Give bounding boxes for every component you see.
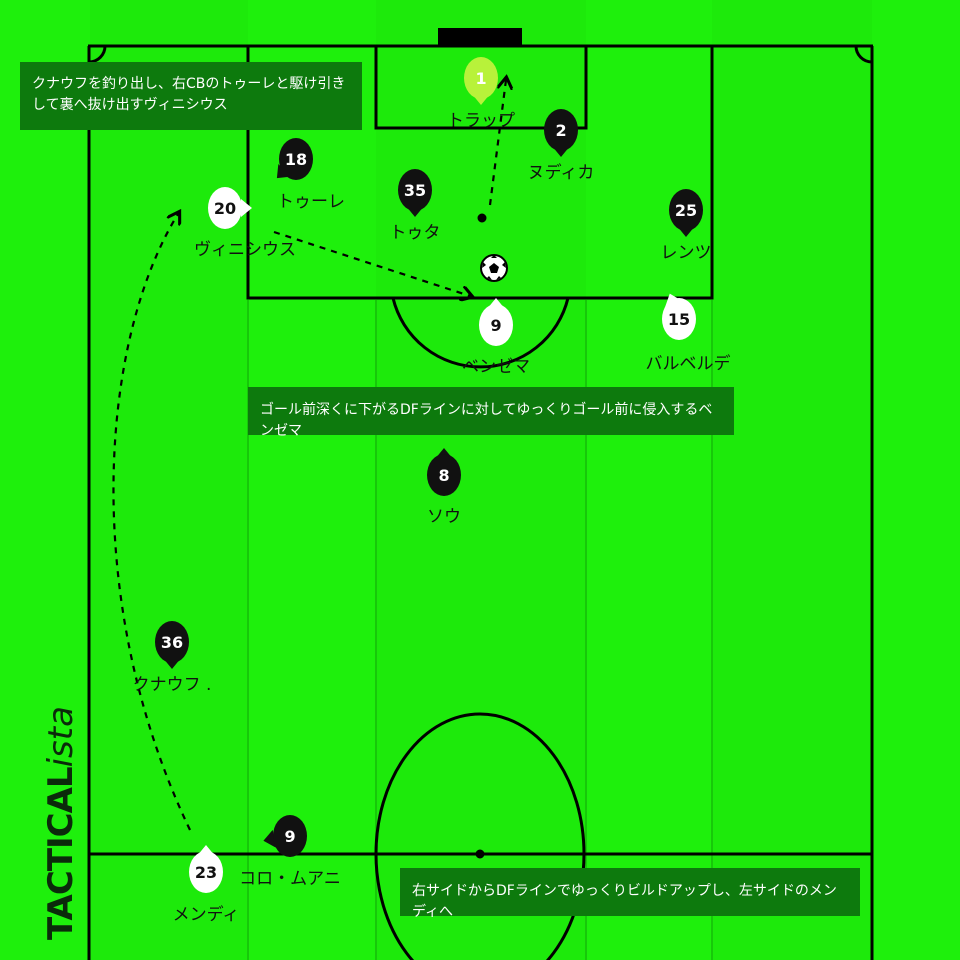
player-token <box>544 109 578 151</box>
penalty-arc <box>391 297 570 369</box>
player-name: ベンゼマ <box>462 357 530 377</box>
pitch-lines <box>87 28 874 960</box>
player-def-25: 25 レンツ <box>661 189 712 263</box>
player-token <box>273 815 307 857</box>
run-arrow-deep <box>488 80 506 206</box>
player-token <box>669 189 703 231</box>
player-att-15: 15 バルベルデ <box>646 293 731 374</box>
player-number: 15 <box>668 310 690 329</box>
player-name: メンディ <box>173 904 240 925</box>
player-marker: 25 <box>669 189 703 237</box>
player-name: トラップ <box>447 111 515 131</box>
player-name: ヴィニシウス <box>194 240 296 260</box>
player-mid-36: 36 クナウフ . <box>133 621 212 695</box>
player-name: ソウ <box>427 507 461 527</box>
player-mid-8: 8 ソウ <box>427 448 461 527</box>
player-name: クナウフ . <box>133 675 212 695</box>
football-icon <box>480 254 508 282</box>
movement-arrows <box>112 80 506 831</box>
callout-vinicius-run: クナウフを釣り出し、右CBのトゥーレと駆け引きして裏へ抜け出すヴィニシウス <box>20 62 362 130</box>
player-marker: 1 <box>464 57 498 105</box>
player-gk-1: 1 トラップ <box>447 57 515 131</box>
players: 1 トラップ 2 ヌディカ 18 トゥーレ 35 トゥタ 25 レンツ 8 ソウ 36 クナウフ . 9 コロ… <box>133 57 731 925</box>
brand-logo-part2: ista <box>41 706 81 768</box>
player-name: トゥタ <box>390 223 441 243</box>
goal-area <box>374 44 588 130</box>
callout-buildup: 右サイドからDFラインでゆっくりビルドアップし、左サイドのメンディへ <box>400 868 860 920</box>
player-marker: 8 <box>427 448 461 496</box>
player-token <box>662 298 696 340</box>
player-direction-icon <box>241 199 252 217</box>
penalty-spot <box>477 213 487 223</box>
player-number: 18 <box>285 150 307 169</box>
player-marker: 9 <box>263 815 307 857</box>
goal <box>438 28 522 46</box>
player-marker: 9 <box>479 298 513 346</box>
center-circle <box>374 712 586 960</box>
player-number: 1 <box>475 69 486 88</box>
player-marker: 35 <box>398 169 432 217</box>
player-token <box>155 621 189 663</box>
brand-logo: TACTICALista <box>41 706 81 940</box>
player-def-18: 18 トゥーレ <box>276 138 345 212</box>
player-marker: 36 <box>155 621 189 669</box>
run-arrow-vinicius-diagonal <box>273 230 470 296</box>
callout-benzema-run: ゴール前深くに下がるDFラインに対してゆっくりゴール前に侵入するベンゼマ <box>248 387 734 439</box>
player-number: 35 <box>404 181 426 200</box>
player-token <box>398 169 432 211</box>
player-number: 20 <box>214 199 236 218</box>
player-number: 25 <box>675 201 697 220</box>
player-number: 8 <box>438 466 449 485</box>
player-def-2: 2 ヌディカ <box>528 109 595 183</box>
player-direction-icon <box>263 829 276 848</box>
player-token <box>189 851 223 893</box>
player-att-20: 20 ヴィニシウス <box>194 187 296 260</box>
player-token <box>208 187 242 229</box>
center-spot <box>475 849 485 859</box>
player-number: 9 <box>490 316 501 335</box>
player-token <box>479 304 513 346</box>
brand-logo-part1: TACTICAL <box>41 767 81 940</box>
player-att-9: 9 ベンゼマ <box>462 298 530 377</box>
player-def-35: 35 トゥタ <box>390 169 441 243</box>
player-marker: 2 <box>544 109 578 157</box>
player-number: 23 <box>195 863 217 882</box>
player-marker: 15 <box>662 293 696 340</box>
player-token <box>464 57 498 99</box>
player-token <box>279 138 313 180</box>
player-name: ヌディカ <box>528 162 595 183</box>
corner-arc-left <box>88 45 107 64</box>
player-marker: 20 <box>208 187 252 229</box>
player-att-23: 23 メンディ <box>173 845 240 925</box>
player-name: トゥーレ <box>277 192 345 212</box>
player-name: レンツ <box>661 243 712 263</box>
player-mid-9b: 9 コロ・ムアニ <box>239 815 341 889</box>
player-name: バルベルデ <box>646 353 731 374</box>
player-number: 9 <box>284 827 295 846</box>
player-name: コロ・ムアニ <box>239 869 341 889</box>
corner-arc-right <box>854 45 873 64</box>
player-number: 36 <box>161 633 183 652</box>
player-number: 2 <box>555 121 566 140</box>
player-marker: 23 <box>189 845 223 893</box>
player-marker: 18 <box>276 138 313 180</box>
player-token <box>427 454 461 496</box>
